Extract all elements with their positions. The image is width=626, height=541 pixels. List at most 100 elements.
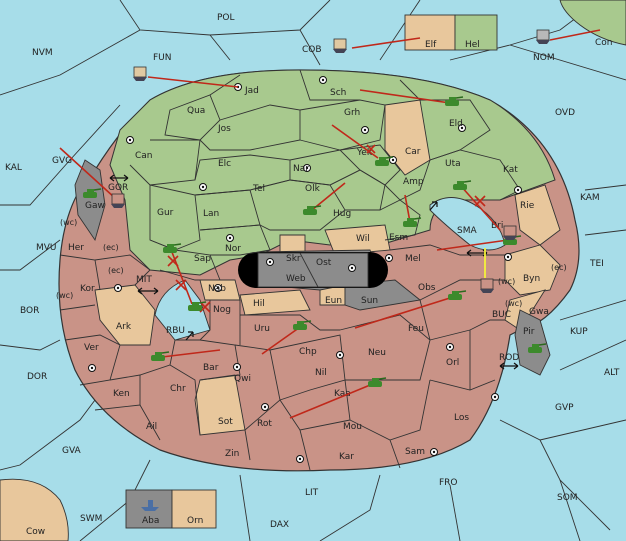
label-rod: ROD — [499, 353, 519, 363]
label-wil: Wil — [356, 234, 370, 244]
label-fro: FRO — [439, 478, 458, 488]
label-mel: Mel — [405, 254, 421, 264]
label-skr: Skr — [286, 254, 301, 264]
label-tei: TEI — [589, 259, 604, 269]
label-web: Web — [286, 274, 306, 284]
label-olk: Olk — [305, 184, 321, 194]
label-kup: KUP — [570, 327, 588, 337]
region-pir[interactable] — [514, 309, 551, 376]
label-neu: Neu — [368, 348, 386, 358]
label-nvm: NVM — [32, 48, 53, 58]
region-rie[interactable] — [514, 184, 561, 246]
label-cob: COB — [302, 45, 322, 55]
label-hel: Hel — [465, 40, 480, 50]
armies — [83, 96, 547, 387]
label-swm: SWM — [80, 514, 102, 524]
coast-byn-wc: (wc) — [498, 277, 515, 286]
fleets — [111, 29, 550, 511]
label-uta: Uta — [445, 159, 461, 169]
label-chp: Chp — [299, 347, 317, 357]
fleet-gor — [111, 193, 125, 208]
label-pir: Pir — [523, 327, 535, 337]
label-ovd: OVD — [555, 108, 575, 118]
label-obs: Obs — [418, 283, 436, 293]
army-hug — [303, 205, 322, 215]
label-sma: SMA — [457, 226, 477, 236]
label-sot: Sot — [218, 417, 233, 427]
label-mvu: MVU — [36, 243, 57, 253]
label-gva: GVA — [62, 446, 82, 456]
label-kaa: Kaa — [334, 389, 351, 399]
region-rbu[interactable] — [154, 279, 211, 341]
army-yek — [375, 156, 394, 166]
label-fun: FUN — [153, 53, 172, 63]
region-orn[interactable] — [171, 489, 217, 529]
label-som: SOM — [557, 493, 578, 503]
label-con: Con — [595, 38, 613, 48]
region-con[interactable] — [559, 0, 626, 46]
army-kaa — [368, 377, 387, 387]
label-alt: ALT — [604, 368, 620, 378]
coast-byn-ec: (ec) — [551, 263, 567, 272]
label-buc: BUC — [492, 310, 511, 320]
label-rbu: RBU — [166, 326, 185, 336]
army-chr — [151, 351, 170, 361]
label-byn: Byn — [523, 274, 540, 284]
label-esm: Esm — [389, 233, 408, 243]
red-borders — [59, 244, 505, 471]
coast-gwa-wc: (wc) — [505, 299, 522, 308]
green-territory — [109, 69, 556, 276]
label-orn: Orn — [187, 516, 203, 526]
label-nom: NOM — [533, 53, 555, 63]
region-car[interactable] — [384, 99, 431, 176]
label-orl: Orl — [446, 358, 459, 368]
label-nor: Nor — [225, 244, 241, 254]
region-sma[interactable] — [429, 197, 506, 251]
label-hug: Hug — [333, 209, 351, 219]
fleet-fun — [133, 66, 147, 81]
fleet-buc — [480, 278, 494, 293]
label-ost: Ost — [316, 258, 332, 268]
label-yek: Yek — [356, 148, 373, 158]
label-dor: DOR — [27, 372, 47, 382]
label-mit: MIT — [136, 275, 152, 285]
label-rot: Rot — [257, 419, 272, 429]
label-nab: Nab — [208, 284, 226, 294]
coast-kor-ec: (ec) — [108, 266, 124, 275]
label-zin: Zin — [225, 449, 239, 459]
label-nar: Nar — [293, 164, 309, 174]
label-jad: Jad — [244, 86, 259, 96]
region-hil[interactable] — [239, 289, 311, 316]
label-jos: Jos — [217, 124, 231, 134]
label-bar: Bar — [203, 363, 219, 373]
label-her: Her — [68, 243, 84, 253]
label-eld: Eld — [449, 119, 463, 129]
label-gor: GOR — [108, 183, 128, 193]
army-uru — [293, 320, 312, 330]
army-nor — [163, 243, 182, 253]
label-chr: Chr — [170, 384, 186, 394]
label-gwa: Gwa — [529, 307, 549, 317]
label-sam: Sam — [405, 447, 425, 457]
label-amp: Amp — [403, 177, 424, 187]
label-ark: Ark — [116, 322, 132, 332]
region-sot[interactable] — [194, 374, 246, 436]
label-ver: Ver — [84, 343, 99, 353]
label-hil: Hil — [253, 299, 265, 309]
label-bor: BOR — [20, 306, 39, 316]
label-qua: Qua — [187, 106, 205, 116]
army-obs — [448, 290, 467, 300]
region-gaw[interactable] — [74, 159, 106, 242]
label-pol: POL — [217, 13, 235, 23]
region-hel[interactable] — [454, 14, 498, 51]
label-mou: Mou — [343, 422, 362, 432]
label-tel: Tel — [252, 184, 265, 194]
fleet-cob — [333, 38, 347, 53]
label-ail: Ail — [146, 422, 157, 432]
army-gaw — [83, 188, 102, 198]
label-cow: Cow — [26, 527, 45, 537]
region-cow[interactable] — [0, 478, 69, 541]
